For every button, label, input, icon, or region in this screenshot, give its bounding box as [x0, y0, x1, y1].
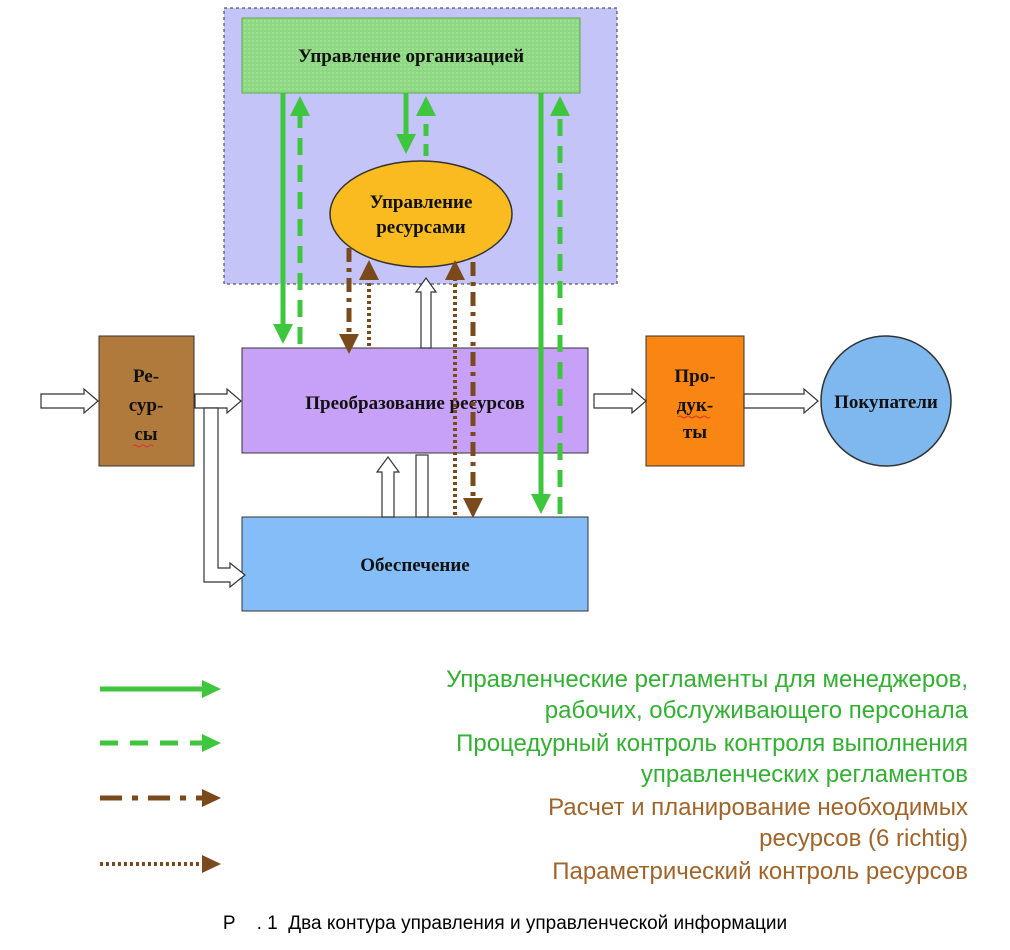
- legend-procedural-line1: Процедурный контроль контроля выполнения: [456, 730, 968, 757]
- legend-item-regulations: Управленческие регламенты для менеджеров…: [446, 664, 968, 726]
- customers-label: Покупатели: [834, 392, 938, 413]
- resources-spellcheck-underline: [132, 444, 154, 448]
- arrowhead: [202, 789, 221, 807]
- resource-management-ellipse: [329, 160, 513, 268]
- arrowhead: [202, 855, 221, 873]
- legend-parametric-line1: Параметрический контроль ресурсов: [552, 858, 968, 885]
- arrowhead: [463, 498, 483, 518]
- transformation-to-resource-management-arrow: [414, 276, 438, 349]
- transformation-label: Преобразование ресурсов: [305, 393, 524, 414]
- org-management-label: Управление организацией: [298, 46, 524, 67]
- legend-regulations-line2: рабочих, обслуживающего персонала: [544, 697, 968, 724]
- products-to-customers-arrow: [743, 387, 819, 415]
- arrowhead: [531, 494, 551, 514]
- arrowhead: [416, 96, 436, 116]
- resources-to-transformation-arrow: [194, 387, 242, 415]
- arrowhead: [445, 260, 465, 280]
- arrowhead: [396, 134, 416, 154]
- products-box: [645, 335, 745, 467]
- arrowhead: [359, 260, 379, 280]
- resources-label-line2: сур-: [129, 395, 164, 416]
- resource-management-label-line2: ресурсами: [376, 217, 466, 238]
- legend-item-resource-planning: Расчет и планирование необходимых ресурс…: [548, 792, 968, 854]
- support-label: Обеспечение: [360, 555, 470, 576]
- arrowhead: [339, 334, 359, 354]
- resources-to-support-arrow: [203, 407, 246, 589]
- resources-label-line1: Ре-: [133, 366, 159, 387]
- arrowhead: [202, 680, 221, 698]
- arrowhead: [273, 324, 293, 344]
- transformation-box: [241, 347, 589, 454]
- org-management-box: [241, 17, 581, 94]
- support-to-transformation-arrow-1: [375, 455, 401, 518]
- resources-box: [98, 335, 195, 467]
- legend-item-parametric-control: Параметрический контроль ресурсов: [552, 856, 968, 887]
- input-to-resources-arrow: [40, 387, 99, 415]
- resource-management-label-line1: Управление: [370, 192, 473, 213]
- products-label-line1: Про-: [674, 366, 715, 387]
- legend-regulations-line1: Управленческие регламенты для менеджеров…: [446, 666, 968, 693]
- legend-item-procedural-control: Процедурный контроль контроля выполнения…: [456, 728, 968, 790]
- legend-planning-line2: ресурсов (6 richtig): [759, 825, 968, 852]
- resources-label-line3: сы: [134, 424, 157, 445]
- control-loops-diagram: Управление организацией Управление ресур…: [40, 7, 952, 873]
- support-box: [241, 516, 589, 612]
- figure-caption: Р . 1 Два контура управления и управленч…: [222, 913, 788, 934]
- products-spellcheck-underline: [677, 415, 711, 419]
- arrowhead: [550, 96, 570, 116]
- transformation-to-products-arrow: [593, 387, 647, 415]
- legend-procedural-line2: управленческих регламентов: [640, 761, 968, 788]
- arrowhead: [202, 734, 221, 752]
- products-label-line2: дук-: [677, 395, 713, 416]
- customers-circle: [820, 335, 952, 467]
- products-label-line3: ты: [683, 422, 707, 443]
- legend-planning-line1: Расчет и планирование необходимых: [548, 794, 968, 821]
- arrowhead: [290, 96, 310, 116]
- support-to-transformation-bar: [415, 454, 429, 518]
